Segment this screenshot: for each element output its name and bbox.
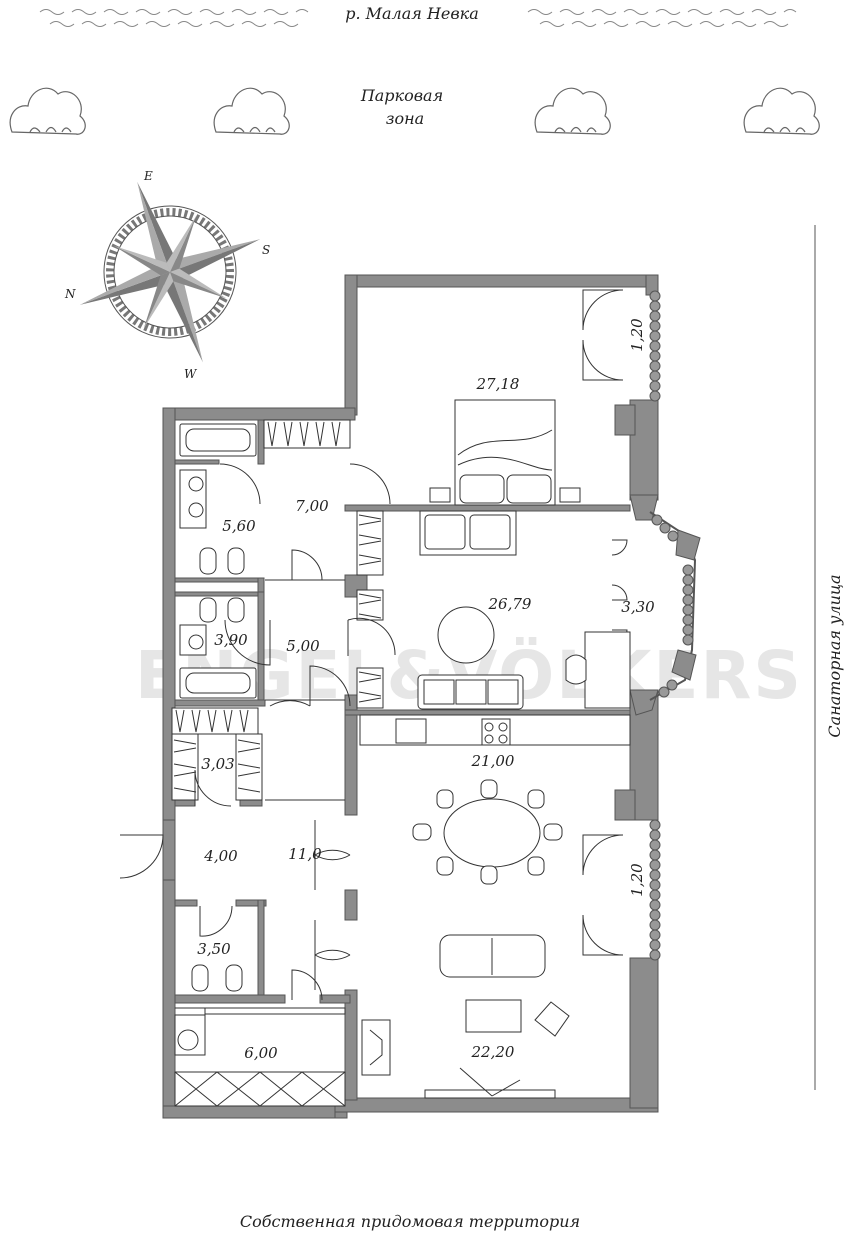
tree-3 bbox=[534, 87, 611, 135]
area-corridor-5: 5,00 bbox=[286, 637, 320, 655]
area-bath-560: 5,60 bbox=[222, 517, 256, 535]
tree-2 bbox=[213, 87, 290, 135]
area-kitchen: 21,00 bbox=[471, 752, 515, 770]
bath-fixtures bbox=[174, 423, 346, 1056]
tree-1 bbox=[9, 87, 86, 135]
area-bedroom: 27,18 bbox=[476, 375, 520, 393]
wardrobes bbox=[171, 419, 384, 1107]
living-furniture bbox=[417, 510, 631, 710]
compass-rose bbox=[79, 181, 261, 363]
bedroom-furniture bbox=[429, 399, 581, 506]
compass-w: W bbox=[184, 367, 198, 381]
interior-walls bbox=[162, 419, 631, 1101]
area-salon: 22,20 bbox=[471, 1043, 515, 1061]
exterior-walls bbox=[162, 274, 701, 1119]
compass-s: S bbox=[262, 243, 270, 257]
river-label: р. Малая Невка bbox=[345, 4, 479, 23]
street-label: Санаторная улица bbox=[825, 574, 844, 737]
area-dressing: 3,03 bbox=[201, 755, 234, 773]
territory-label: Собственная придомовая территория bbox=[240, 1212, 580, 1231]
area-bay-330: 3,30 bbox=[621, 598, 655, 616]
area-hall-7: 7,00 bbox=[295, 497, 329, 515]
area-living: 26,79 bbox=[488, 595, 532, 613]
river-waves bbox=[39, 9, 797, 27]
trees bbox=[9, 87, 820, 135]
dim-window-top: 1,20 bbox=[628, 318, 646, 352]
tree-4 bbox=[743, 87, 820, 135]
area-laundry: 6,00 bbox=[244, 1044, 278, 1062]
area-wc-350: 3,50 bbox=[197, 940, 231, 958]
area-hall-11: 11,0 bbox=[288, 845, 322, 863]
compass-e: E bbox=[143, 169, 153, 183]
compass-n: N bbox=[64, 287, 76, 301]
room-labels: 27,18 7,00 5,60 26,79 3,30 3,90 5,00 21,… bbox=[197, 375, 655, 1062]
dim-window-bottom: 1,20 bbox=[628, 863, 646, 897]
area-bath-390: 3,90 bbox=[214, 631, 248, 649]
salon-furniture bbox=[361, 934, 570, 1099]
window-columns bbox=[649, 290, 694, 961]
doors bbox=[119, 289, 628, 1001]
kitchen-furniture bbox=[359, 714, 631, 885]
park-label-2: зона bbox=[386, 109, 424, 128]
area-entry: 4,00 bbox=[203, 847, 238, 865]
park-label-1: Парковая bbox=[360, 86, 443, 105]
